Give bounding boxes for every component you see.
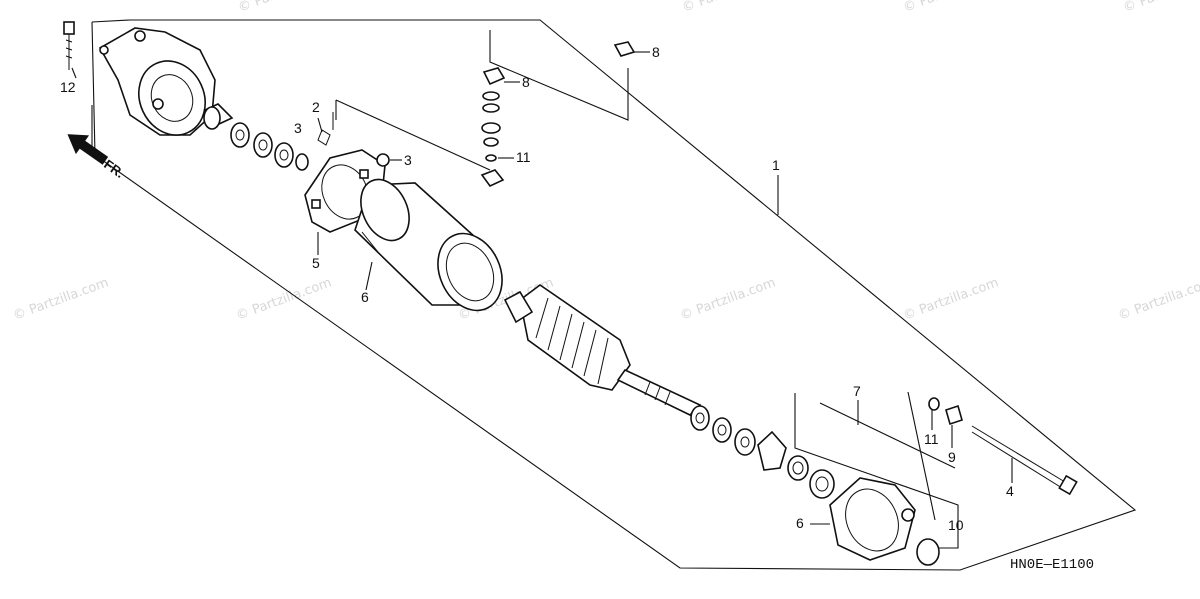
callout-10: 10	[948, 517, 964, 533]
callout-6: 6	[361, 289, 369, 305]
rear-washers	[203, 103, 309, 171]
nut-stack	[480, 41, 636, 188]
callout-4: 4	[1006, 483, 1014, 499]
watermark: © Partzilla.com	[901, 275, 1000, 323]
callout-11: 11	[516, 149, 531, 165]
callout-3: 3	[404, 152, 412, 168]
front-cover	[829, 477, 940, 566]
terminal-parts	[928, 397, 963, 426]
callout-1: 1	[772, 157, 780, 173]
watermark: © Partzilla.com	[234, 275, 333, 323]
callouts: 12 2 3 3 8 8 11 1 5 6 7 11 9 4 6 10	[60, 44, 1014, 533]
front-direction-arrow: FR.	[67, 134, 127, 181]
watermark: © Partzilla.com	[678, 275, 777, 323]
callout-6: 6	[796, 515, 804, 531]
through-bolt	[971, 425, 1078, 496]
watermark: © Partzilla.com	[236, 0, 335, 16]
callout-7: 7	[853, 383, 861, 399]
callout-3: 3	[294, 120, 302, 136]
callout-2: 2	[312, 99, 320, 115]
rear-housing	[98, 27, 216, 136]
callout-9: 9	[948, 449, 956, 465]
armature	[503, 284, 702, 416]
watermark: © Partzilla.com	[680, 0, 779, 16]
watermark: © Partzilla.com	[11, 275, 110, 323]
callout-8: 8	[652, 44, 660, 60]
bolt-12	[63, 21, 75, 70]
watermark: © Partzilla.com	[1116, 275, 1200, 323]
callout-5: 5	[312, 255, 320, 271]
watermark: © Partzilla.com	[901, 0, 1000, 16]
callout-11: 11	[924, 431, 939, 447]
watermark: © Partzilla.com	[1121, 0, 1200, 16]
diagram-code: HN0E—E1100	[1010, 557, 1094, 573]
reference-lines	[335, 30, 1013, 549]
front-washers	[690, 405, 835, 499]
callout-12: 12	[60, 79, 76, 95]
callout-8: 8	[522, 74, 530, 90]
yoke-housing	[354, 178, 503, 312]
